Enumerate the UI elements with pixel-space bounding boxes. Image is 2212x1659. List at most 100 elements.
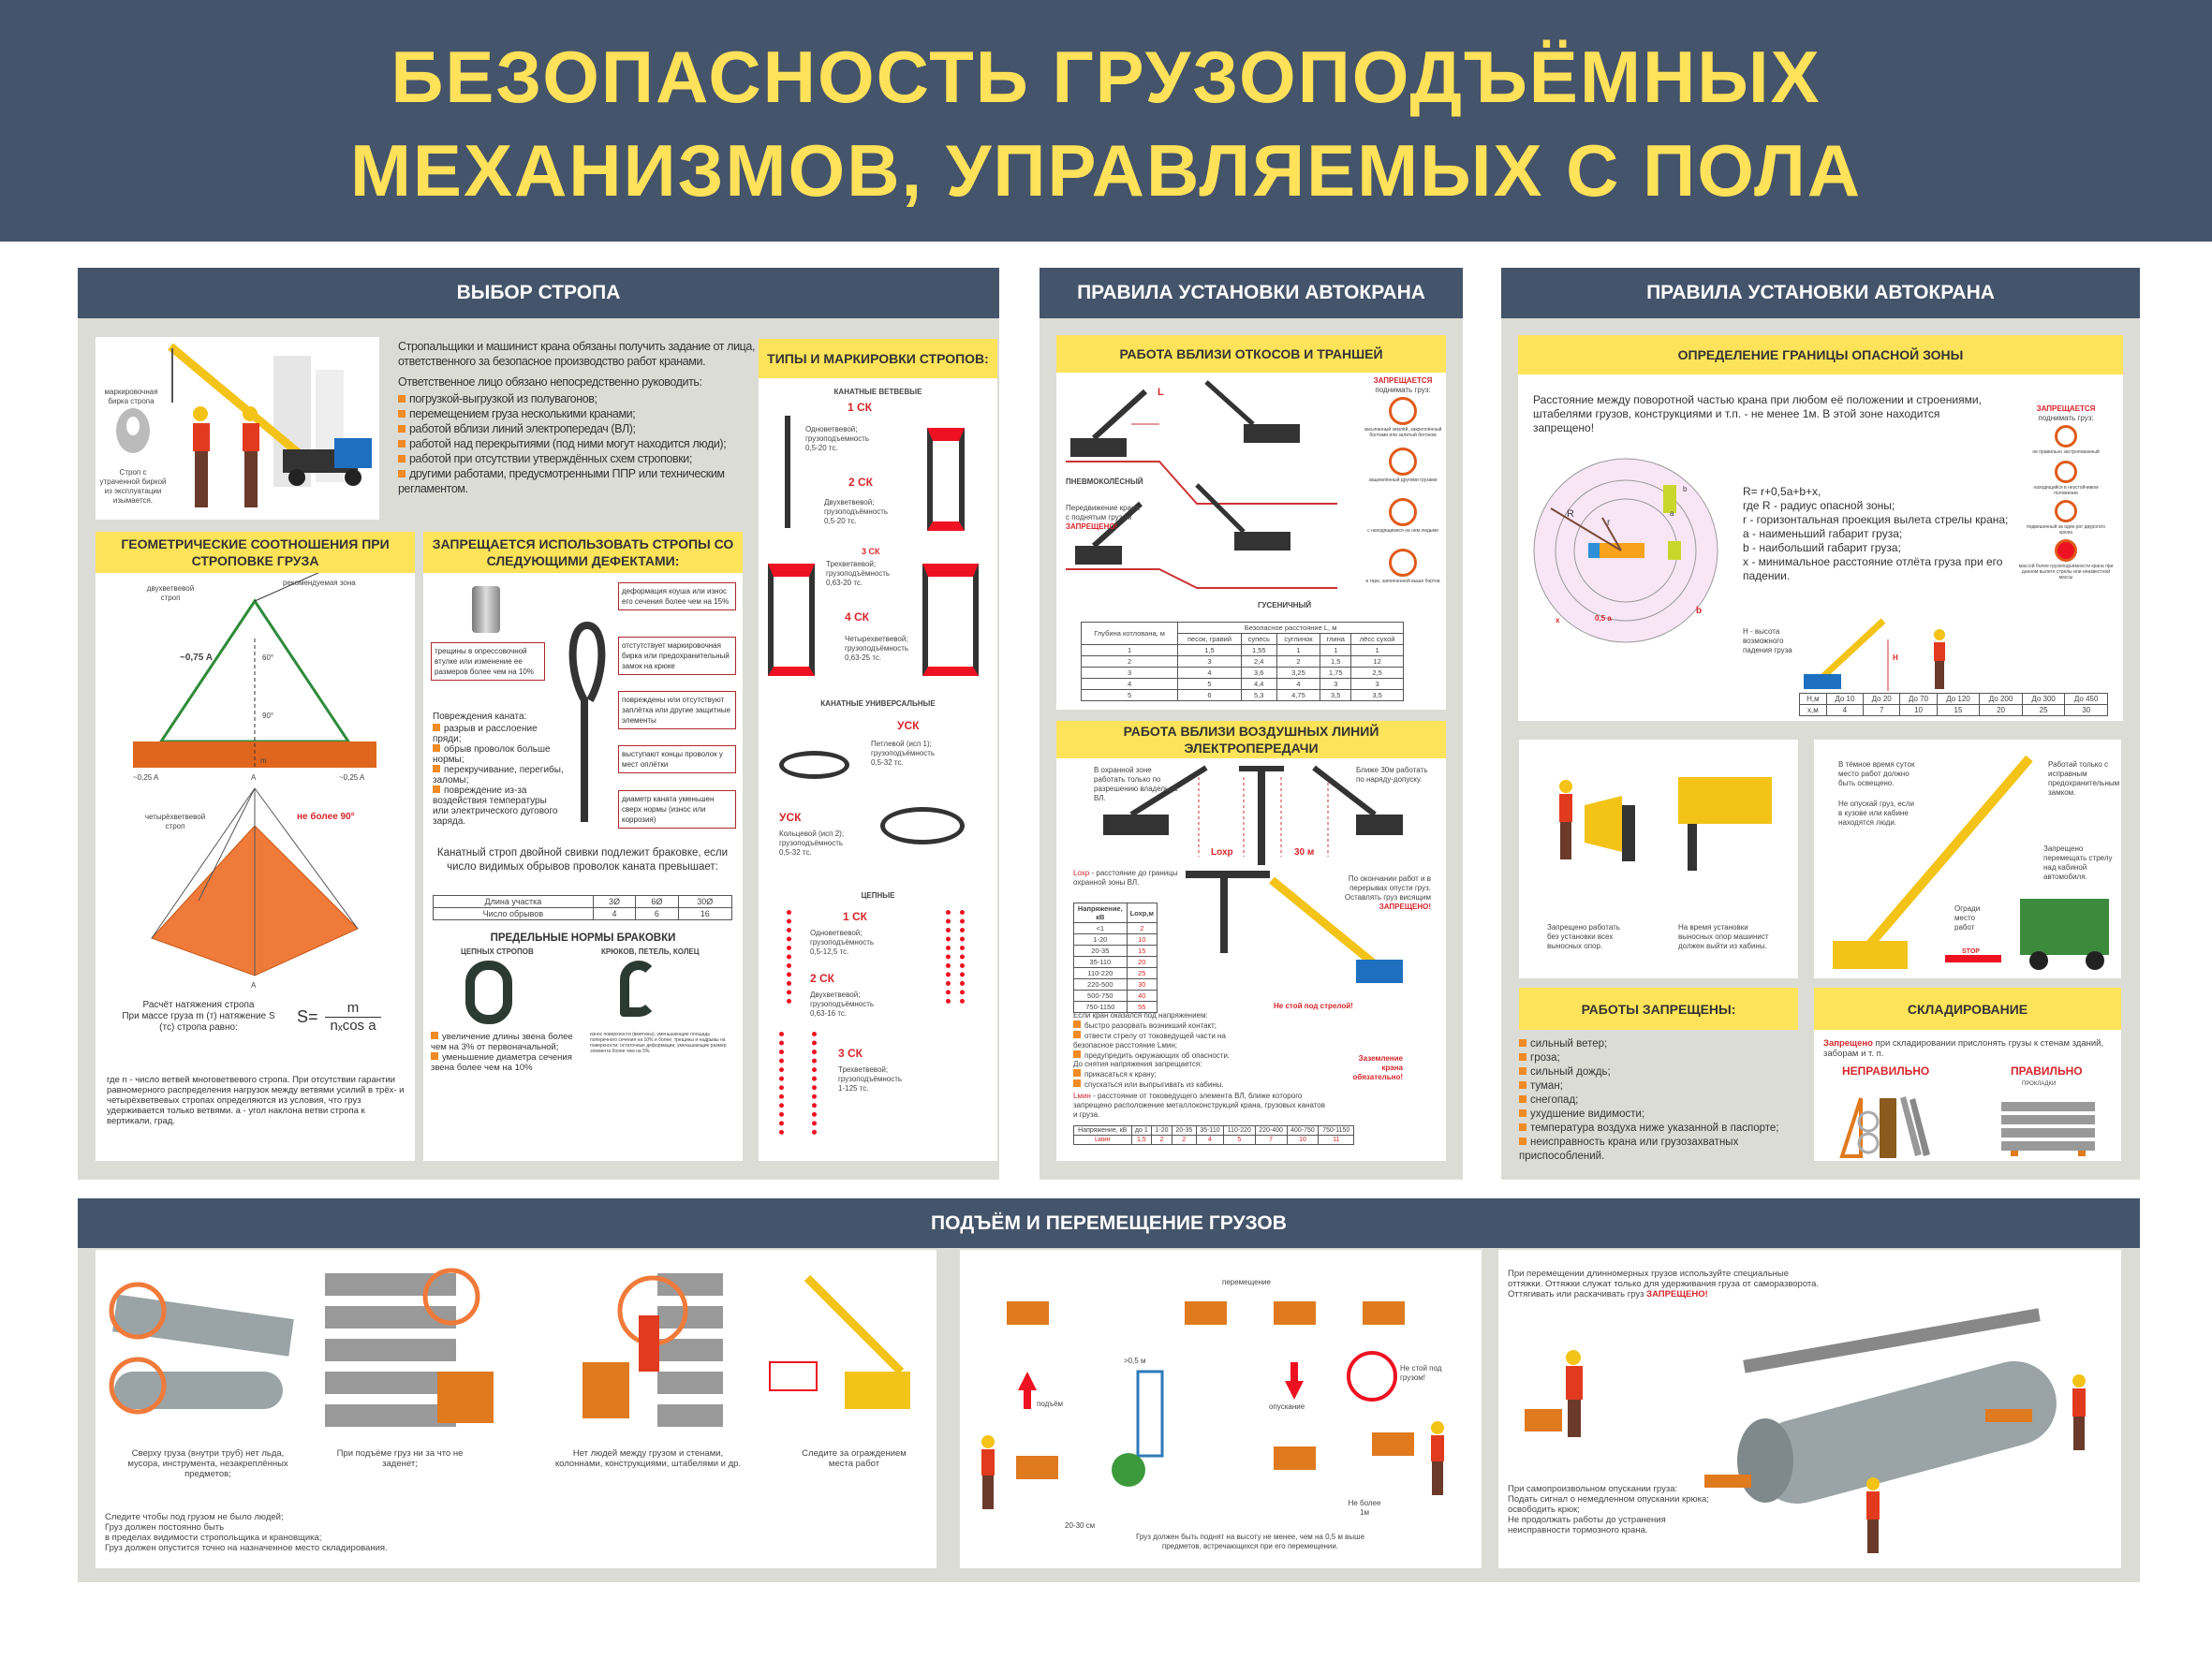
table-cell: 1,55: [1240, 644, 1277, 656]
storage-illustration: [1839, 1096, 2095, 1158]
long-load-panel: При перемещении длинномерных грузов испо…: [1498, 1250, 2121, 1568]
rope-universal-label: КАНАТНЫЕ УНИВЕРСАЛЬНЫЕ: [820, 699, 936, 708]
night-note: Не опускай груз, если в кузове или кабин…: [1838, 800, 1914, 827]
lmin-def-text: - расстояние от токоведущего элемента ВЛ…: [1073, 1092, 1325, 1119]
table-cell: 110-220: [1223, 1125, 1256, 1136]
a-label: A: [251, 981, 257, 990]
lohr-key: Lохр: [1073, 869, 1090, 877]
hook-norms-text: износ поверхности (вмятины), уменьшающие…: [590, 1032, 727, 1054]
types-header: ТИПЫ И МАРКИРОВКИ СТРОПОВ:: [759, 339, 997, 378]
check-caption: Нет людей между грузом и стенами, колонн…: [554, 1448, 742, 1469]
weather-item: гроза;: [1519, 1051, 1798, 1065]
until-items: прикасаться к крану; спускаться или выпр…: [1073, 1069, 1265, 1090]
until-title: До снятия напряжения запрещается:: [1073, 1060, 1202, 1068]
zone-note: В охранной зоне работать только по разре…: [1094, 766, 1178, 802]
prohibition-icon: [2055, 425, 2077, 448]
table-cell: До 70: [1899, 693, 1938, 705]
formula-numerator: m: [325, 1000, 381, 1018]
table-cell: 4: [592, 907, 637, 920]
watch-note: Следите чтобы под грузом не было людей; …: [105, 1512, 388, 1553]
storage-subpanel: СКЛАДИРОВАНИЕ Запрещено при складировани…: [1814, 988, 2121, 1161]
duties-lead: Ответственное лицо обязано непосредствен…: [398, 375, 702, 389]
forbidden-sub: поднимать груз:: [2038, 414, 2094, 422]
type-desc: Петлевой (исп 1); грузоподъёмность 0,5-3…: [871, 740, 936, 767]
table-cell: 6Ø: [635, 895, 679, 908]
tracked-label: ГУСЕНИЧНЫЙ: [1258, 601, 1312, 609]
crane-rules-section: ПРАВИЛА УСТАНОВКИ АВТОКРАНА РАБОТА ВБЛИЗ…: [1040, 268, 1463, 1180]
zone-formula: R= r+0,5a+b+x, где R - радиус опасной зо…: [1743, 485, 2010, 583]
icon-note: в таре, заполненной выше бортов: [1365, 579, 1440, 584]
table-cell: 3: [1080, 667, 1179, 679]
drop-procedure-note: При самопроизвольном опускании груза: По…: [1508, 1484, 1709, 1535]
two-leg-sling-icon: [927, 428, 965, 531]
night-note: Запрещено перемещать стрелу над кабиной …: [2043, 844, 2113, 881]
table-cell: 3Ø: [592, 895, 637, 908]
table-cell: 25: [1126, 967, 1158, 979]
label-R: R: [1567, 508, 1574, 520]
check-caption: Следите за ограждением места работ: [802, 1448, 907, 1469]
duty-item: работой вблизи линий электропередач (ВЛ)…: [398, 421, 756, 436]
sling-geometry-diagram: [133, 573, 376, 976]
calc-text: При массе груза m (т) натяжение S (тс) с…: [122, 1011, 275, 1033]
table-cell: 11: [1318, 1135, 1354, 1145]
table-cell: 220-500: [1073, 978, 1128, 991]
pads-label: ПРОКЛАДКИ: [2022, 1081, 2057, 1087]
power-line-cranes-diagram: [1103, 765, 1403, 983]
table-cell: песок, гравий: [1177, 633, 1242, 645]
lifting-checks-panel: Сверху груза (внутри труб) нет льда, мус…: [96, 1250, 936, 1568]
table-cell: 4: [1177, 667, 1242, 679]
chain-sling-icon: [779, 1032, 817, 1135]
table-cell: До 200: [1979, 693, 2023, 705]
night-work-illustration: В тёмное время суток место работ должно …: [1814, 740, 2121, 978]
table-cell: 2,5: [1350, 667, 1404, 679]
chain-sling-icon: [946, 910, 965, 1004]
grounding-note: Заземление крана обязательно!: [1352, 1054, 1403, 1081]
distance-l-label: L: [1158, 387, 1164, 398]
table-cell: Длина участка: [433, 895, 594, 908]
damage-item: перекручивание, перегибы, заломы;: [433, 765, 564, 785]
defects-subpanel: ЗАПРЕЩАЕТСЯ ИСПОЛЬЗОВАТЬ СТРОПЫ СО СЛЕДУ…: [423, 532, 743, 1161]
table-cell: глина: [1320, 633, 1352, 645]
icon-note: массой более грузоподъёмности крана при …: [2018, 564, 2114, 580]
formula-line: где R - радиус опасной зоны;: [1743, 499, 1895, 512]
chains-label: ЦЕПНЫЕ: [861, 891, 895, 900]
forbidden-title: ЗАПРЕЩАЕТСЯ: [1373, 376, 1433, 385]
zone-sub-header: ОПРЕДЕЛЕНИЕ ГРАНИЦЫ ОПАСНОЙ ЗОНЫ: [1518, 335, 2123, 374]
table-cell: Напряжение, кВ: [1073, 903, 1128, 923]
duty-item: работой над перекрытиями (под ними могут…: [398, 436, 756, 451]
formula-line: b - наибольший габарит груза;: [1743, 541, 1901, 554]
table-cell: 5,3: [1240, 689, 1277, 701]
table-cell: 20-35: [1073, 945, 1128, 957]
prohibition-icon: [2055, 500, 2077, 522]
crane-truck-icon: [116, 343, 372, 507]
voltage-steps: быстро разорвать возникший контакт; отве…: [1073, 1020, 1265, 1061]
table-cell: 750-1150: [1073, 1001, 1128, 1013]
table-cell: 35-110: [1073, 956, 1128, 968]
side-label: ~0,25 A: [133, 773, 159, 782]
zone-intro: Расстояние между поворотной частью крана…: [1533, 393, 1982, 434]
table-cell: До 300: [2021, 693, 2066, 705]
formula-line: R= r+0,5a+b+x,: [1743, 485, 1821, 498]
label-b-red: b: [1696, 606, 1703, 616]
type-code: 1 СК: [843, 910, 867, 923]
table-cell: 1: [1350, 644, 1404, 656]
table-cell: 3: [1350, 678, 1404, 690]
table-cell: 1: [1276, 644, 1321, 656]
crane-height-diagram: [1804, 618, 1945, 691]
table-cell: 2: [1151, 1135, 1172, 1145]
tag-label: маркировочная бирка стропа: [104, 388, 158, 405]
sling-types-subpanel: ТИПЫ И МАРКИРОВКИ СТРОПОВ: КАНАТНЫЕ ВЕТВ…: [759, 339, 997, 1161]
duty-item: перемещением груза несколькими кранами;: [398, 406, 756, 421]
slopes-header: РАБОТА ВБЛИЗИ ОТКОСОВ И ТРАНШЕЙ: [1056, 335, 1446, 373]
table-cell: 12: [1350, 655, 1404, 668]
table-cell: 1,75: [1320, 667, 1352, 679]
sling-intro: Стропальщики и машинист крана обязаны по…: [398, 340, 756, 368]
rope-loop-icon: [568, 622, 606, 822]
defect-callout: выступают концы проволок у мест оплётки: [618, 745, 736, 773]
right-label: ПРАВИЛЬНО: [2011, 1064, 2083, 1078]
